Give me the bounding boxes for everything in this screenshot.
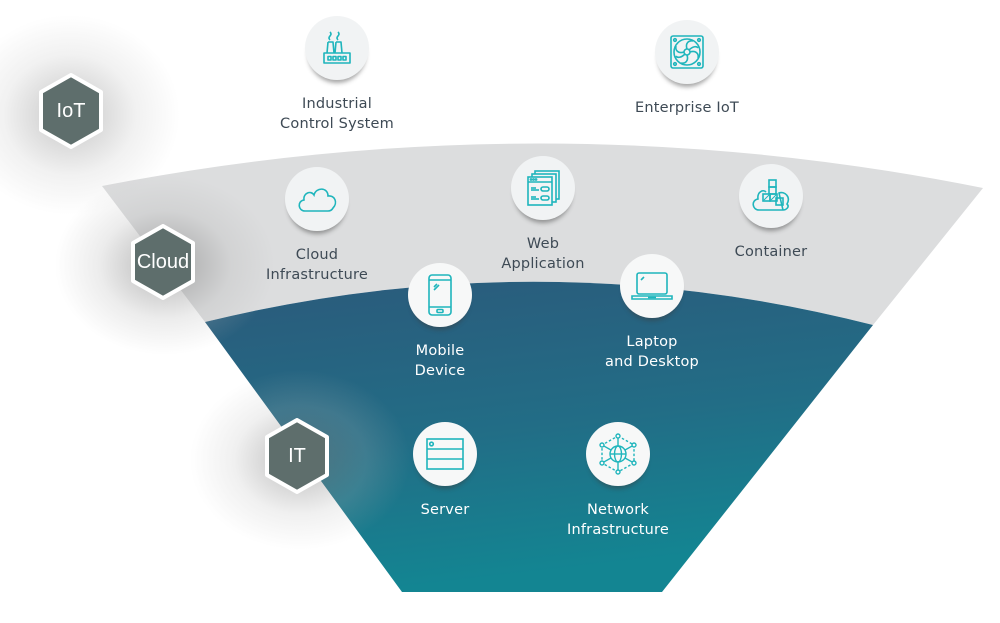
icon-circle: [408, 263, 472, 327]
node-enterprise-iot: Enterprise IoT: [607, 20, 767, 118]
icon-circle: [305, 16, 369, 80]
node-label: Industrial Control System: [280, 96, 394, 132]
tier-badge-label: IT: [288, 444, 306, 467]
node-label: Server: [420, 502, 470, 518]
tier-badge-label: Cloud: [136, 250, 190, 273]
network-globe-icon: [596, 432, 640, 476]
icon-circle: [413, 422, 477, 486]
node-server: Server: [365, 422, 525, 520]
laptop-icon: [630, 268, 674, 304]
node-label: Web Application: [501, 236, 585, 272]
icon-circle: [285, 167, 349, 231]
fan-icon: [667, 32, 707, 72]
cloud-icon: [295, 181, 339, 217]
icon-circle: [620, 254, 684, 318]
tier-badge-iot: IoT: [38, 73, 104, 149]
icon-circle: [655, 20, 719, 84]
tier-badge-label: IoT: [56, 99, 86, 122]
node-network-infrastructure: Network Infrastructure: [538, 422, 698, 540]
hexagon-icon: [265, 418, 329, 494]
server-icon: [423, 434, 467, 474]
node-label: Cloud Infrastructure: [265, 247, 369, 283]
node-web-application: Web Application: [463, 156, 623, 274]
factory-icon: [317, 28, 357, 68]
tier-badge-cloud: Cloud: [130, 224, 196, 300]
node-label: Container: [734, 244, 808, 260]
node-laptop-and-desktop: Laptop and Desktop: [572, 254, 732, 372]
hexagon-icon: [39, 73, 103, 149]
node-label: Network Infrastructure: [566, 502, 670, 538]
node-label: Laptop and Desktop: [605, 334, 699, 370]
node-cloud-infrastructure: Cloud Infrastructure: [237, 167, 397, 285]
node-label: Mobile Device: [414, 343, 466, 379]
icon-circle: [511, 156, 575, 220]
container-cloud-icon: [749, 176, 793, 216]
node-mobile-device: Mobile Device: [360, 263, 520, 381]
hexagon-icon: [131, 224, 195, 300]
node-industrial-control-system: Industrial Control System: [257, 16, 417, 134]
node-label: Enterprise IoT: [634, 100, 739, 116]
smartphone-icon: [425, 273, 455, 317]
node-container: Container: [691, 164, 851, 262]
tier-badge-it: IT: [264, 418, 330, 494]
icon-circle: [739, 164, 803, 228]
web-app-icon: [523, 168, 563, 208]
icon-circle: [586, 422, 650, 486]
